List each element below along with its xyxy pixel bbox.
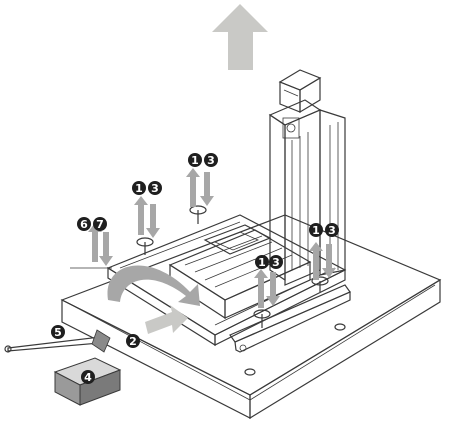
up-arrow-icon bbox=[134, 196, 148, 235]
knob-left-center[interactable] bbox=[136, 237, 154, 255]
svg-text:1: 1 bbox=[258, 256, 266, 269]
svg-text:5: 5 bbox=[54, 326, 62, 339]
knob-right-tower[interactable] bbox=[311, 276, 329, 292]
callout-knob-right-tower: 1 3 bbox=[309, 223, 339, 237]
callout-push-arrow: 2 bbox=[126, 334, 140, 348]
front-rail bbox=[229, 284, 351, 353]
down-arrow-icon bbox=[322, 244, 336, 278]
up-arrow-icon bbox=[254, 269, 268, 308]
arrow-pair-left bbox=[88, 223, 113, 266]
down-arrow-icon bbox=[146, 204, 160, 238]
tool bbox=[4, 329, 111, 353]
arrow-pair-right bbox=[309, 242, 336, 280]
knob-front[interactable] bbox=[253, 309, 271, 328]
callout-knob-center-left: 1 3 bbox=[132, 181, 162, 195]
down-arrow-icon bbox=[266, 272, 280, 306]
foot bbox=[244, 368, 256, 376]
callout-knob-front: 1 3 bbox=[255, 255, 283, 269]
tower-column bbox=[268, 99, 346, 286]
callout-tool: 5 bbox=[51, 325, 65, 339]
push-arrow-icon bbox=[145, 305, 188, 334]
down-arrow-icon bbox=[99, 232, 113, 266]
up-arrow-icon bbox=[309, 242, 323, 280]
arrow-pair-center-left bbox=[134, 196, 160, 238]
svg-text:3: 3 bbox=[272, 256, 280, 269]
knob-top-center[interactable] bbox=[189, 205, 207, 224]
arrow-pair-center-top bbox=[186, 168, 214, 207]
motor-block bbox=[278, 69, 322, 114]
svg-text:1: 1 bbox=[135, 182, 143, 195]
svg-text:3: 3 bbox=[151, 182, 159, 195]
arrow-pair-front bbox=[254, 269, 280, 308]
svg-text:3: 3 bbox=[207, 154, 215, 167]
svg-text:4: 4 bbox=[84, 371, 92, 384]
svg-text:1: 1 bbox=[312, 224, 320, 237]
foot bbox=[334, 323, 346, 331]
svg-text:3: 3 bbox=[328, 224, 336, 237]
up-arrow-icon bbox=[186, 168, 200, 207]
curved-arrow-icon bbox=[107, 265, 200, 306]
large-up-arrow-icon bbox=[212, 4, 268, 70]
svg-text:1: 1 bbox=[191, 154, 199, 167]
down-arrow-icon bbox=[200, 172, 214, 206]
svg-text:2: 2 bbox=[129, 335, 137, 348]
callout-box: 4 bbox=[81, 370, 95, 384]
svg-text:6: 6 bbox=[80, 218, 88, 231]
callout-knob-left: 6 7 bbox=[77, 217, 107, 231]
svg-text:7: 7 bbox=[96, 218, 104, 231]
up-arrow-icon bbox=[88, 223, 102, 262]
callout-knob-center-top: 1 3 bbox=[188, 153, 218, 167]
